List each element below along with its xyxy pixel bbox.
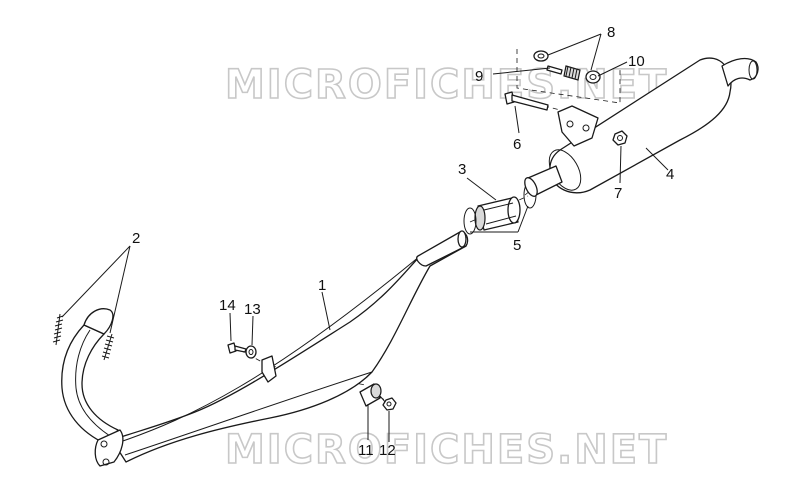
spring-right: [101, 333, 115, 361]
header-pipe: [61, 308, 124, 467]
damper-assembly: [533, 50, 601, 84]
callout-13: 13: [244, 301, 261, 318]
watermark-bottom: MICROFICHES.NET: [225, 427, 668, 473]
expansion-chamber-part: [111, 230, 469, 463]
nut-part: [612, 130, 628, 146]
callout-12: 12: [379, 442, 396, 459]
rubber-mount-part: [359, 383, 387, 407]
callout-10: 10: [628, 53, 645, 70]
callout-14: 14: [219, 297, 236, 314]
callout-5: 5: [513, 237, 521, 254]
callout-2: 2: [132, 230, 140, 247]
washer-13-part: [245, 345, 257, 359]
callout-11: 11: [358, 442, 374, 459]
washer-lower: [585, 70, 601, 84]
screw-14-part: [227, 342, 247, 354]
rubber-sleeve-part: [474, 196, 521, 231]
spring-left: [52, 313, 64, 346]
callout-7: 7: [614, 185, 622, 202]
callout-8: 8: [607, 24, 615, 41]
leader-lines: [61, 33, 669, 442]
small-nut-part: [382, 397, 397, 411]
callout-1: 1: [318, 277, 326, 294]
callout-6: 6: [513, 136, 521, 153]
silencer-part: [524, 57, 759, 197]
callout-3: 3: [458, 161, 466, 178]
watermark-top: MICROFICHES.NET: [225, 62, 668, 108]
callout-9: 9: [475, 68, 483, 85]
washer-upper: [533, 50, 549, 62]
o-ring-left: [463, 207, 477, 235]
callout-4: 4: [666, 166, 674, 183]
bolt-part: [504, 91, 549, 111]
